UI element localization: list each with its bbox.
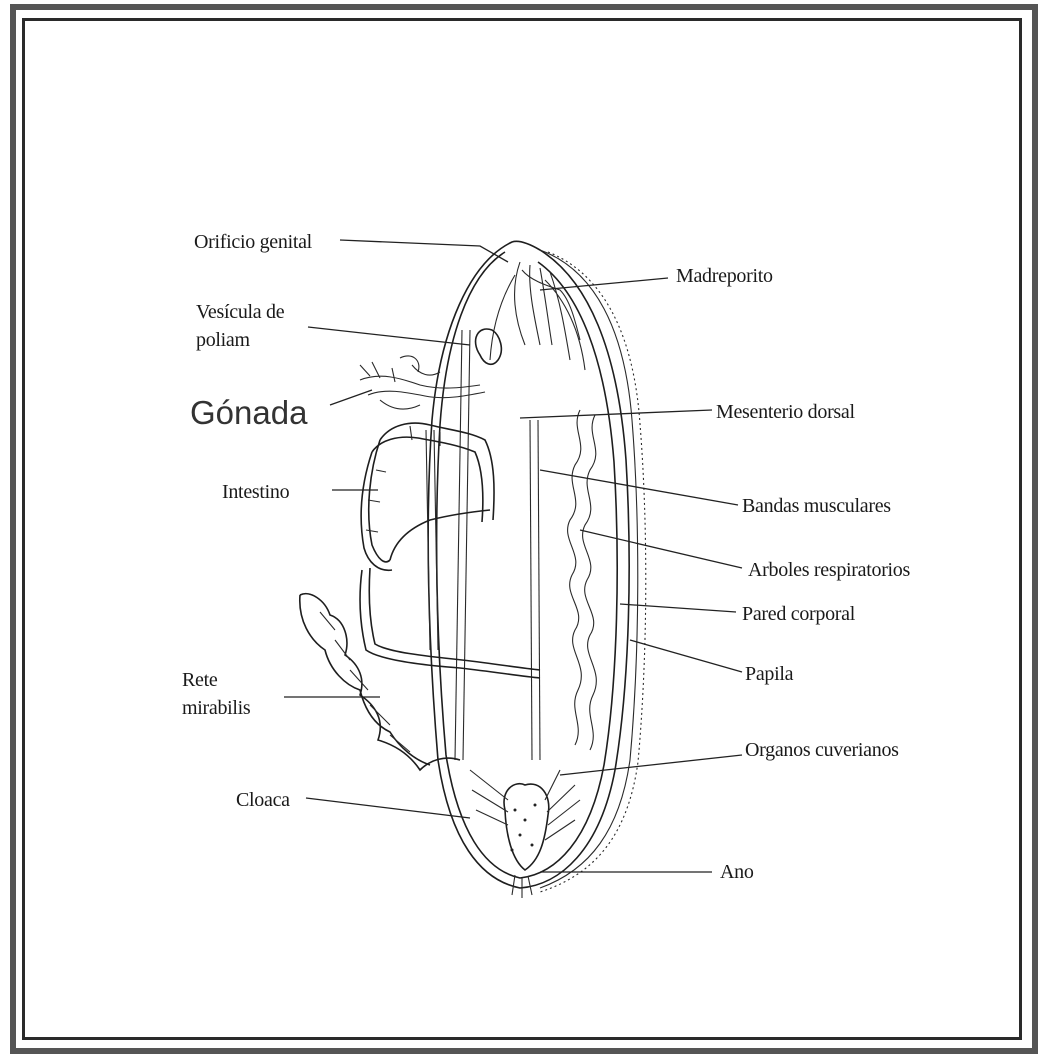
label-vesicula-line2: poliam: [196, 329, 250, 351]
label-pared-corporal: Pared corporal: [742, 603, 856, 625]
label-organos-cuverianos: Organos cuverianos: [745, 739, 899, 761]
label-gonada: Gónada: [190, 394, 308, 431]
label-arboles-respiratorios: Arboles respiratorios: [748, 559, 911, 581]
label-cloaca: Cloaca: [236, 789, 290, 811]
label-papila: Papila: [745, 663, 794, 685]
label-bandas-musculares: Bandas musculares: [742, 495, 891, 517]
label-ano: Ano: [720, 861, 754, 883]
cloaca: [504, 784, 549, 870]
leader-lines: [284, 240, 742, 872]
polian-vesicle: [476, 329, 502, 364]
label-rete-line1: Rete: [182, 669, 218, 691]
label-orificio-genital: Orificio genital: [194, 231, 313, 253]
label-vesicula-line1: Vesícula de: [196, 301, 285, 323]
label-intestino: Intestino: [222, 481, 290, 503]
label-madreporito: Madreporito: [676, 265, 773, 287]
cuvierian-organs: [470, 770, 580, 840]
label-rete-line2: mirabilis: [182, 697, 251, 719]
gonad: [360, 356, 485, 409]
respiratory-trees: [568, 410, 597, 750]
label-mesenterio-dorsal: Mesenterio dorsal: [716, 401, 855, 423]
body-wall: [428, 241, 646, 892]
intestine: [360, 423, 540, 678]
